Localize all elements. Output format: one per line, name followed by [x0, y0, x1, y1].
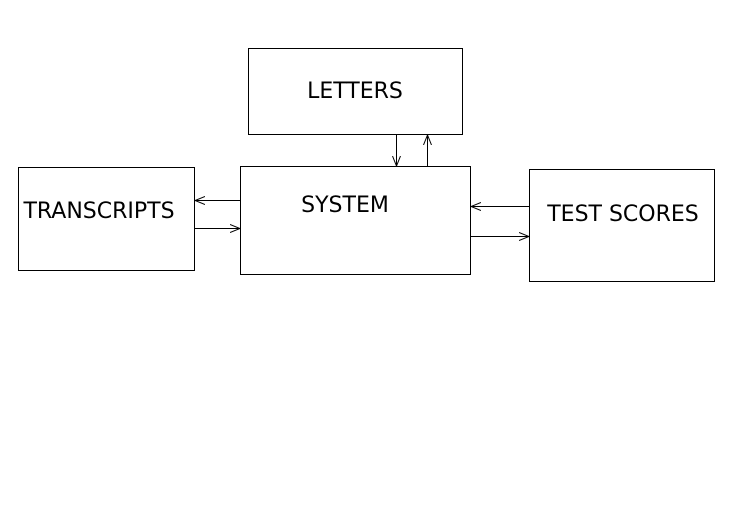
test-scores-label: TEST SCORES [546, 202, 699, 227]
test-scores-box: TEST SCORES [529, 169, 715, 282]
transcripts-box: TRANSCRIPTS [18, 167, 195, 271]
system-box-border [240, 166, 471, 275]
letters-label: LETTERS [307, 79, 403, 104]
transcripts-box-border [18, 167, 195, 271]
transcripts-label: TRANSCRIPTS [22, 199, 174, 224]
system-box: SYSTEM [240, 166, 471, 275]
system-label: SYSTEM [301, 193, 389, 218]
letters-box: LETTERS [248, 48, 463, 135]
test-scores-box-border [529, 169, 715, 282]
letters-box-border [248, 48, 463, 135]
